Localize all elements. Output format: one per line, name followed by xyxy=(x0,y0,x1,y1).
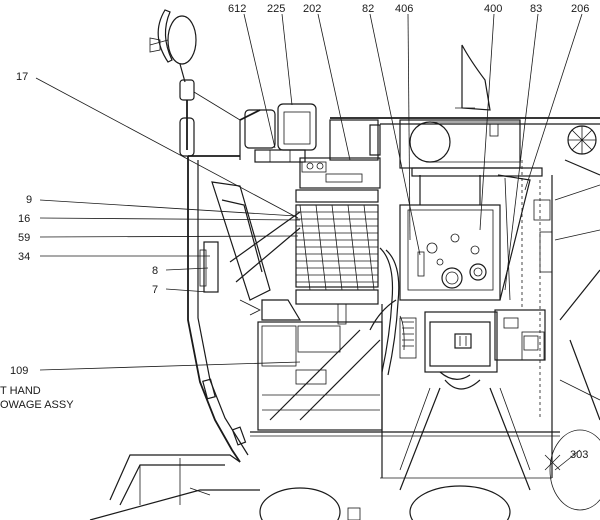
callout-202: 202 xyxy=(303,3,321,15)
side-note-line1: T HAND xyxy=(0,385,41,397)
wheels xyxy=(89,429,600,520)
callout-206: 206 xyxy=(571,3,589,15)
right-equipment-206 xyxy=(559,125,600,421)
callout-303: 303 xyxy=(570,449,588,461)
callout-labels: 612 225 202 82 406 400 83 206 17 9 16 59… xyxy=(0,3,589,461)
outer-hull xyxy=(187,109,600,463)
leader-lines xyxy=(35,13,600,471)
antenna-dish xyxy=(149,9,241,157)
seat-frame-left xyxy=(199,181,302,321)
callout-59: 59 xyxy=(18,232,30,244)
side-note-line2: OWAGE ASSY xyxy=(0,399,74,411)
tanks-400 xyxy=(399,44,521,169)
callout-400: 400 xyxy=(484,3,502,15)
pipes xyxy=(369,247,405,376)
top-equipment-612 xyxy=(244,103,317,163)
callout-109: 109 xyxy=(10,365,28,377)
callout-34: 34 xyxy=(18,251,30,263)
callout-9: 9 xyxy=(26,194,32,206)
callout-16: 16 xyxy=(18,213,30,225)
callout-225: 225 xyxy=(267,3,285,15)
vehicle-structure xyxy=(89,9,600,520)
console-82-406 xyxy=(399,167,543,301)
callout-82: 82 xyxy=(362,3,374,15)
callout-17: 17 xyxy=(16,71,28,83)
lower-compartment-109 xyxy=(257,303,383,431)
dashed-outline xyxy=(521,160,541,420)
callout-83: 83 xyxy=(530,3,542,15)
engine-block xyxy=(399,309,546,390)
callout-612: 612 xyxy=(228,3,246,15)
callout-406: 406 xyxy=(395,3,413,15)
callout-7: 7 xyxy=(152,284,158,296)
callout-8: 8 xyxy=(152,265,158,277)
storage-rack xyxy=(295,189,379,305)
central-panel-202 xyxy=(299,119,381,189)
nozzle xyxy=(399,387,531,491)
